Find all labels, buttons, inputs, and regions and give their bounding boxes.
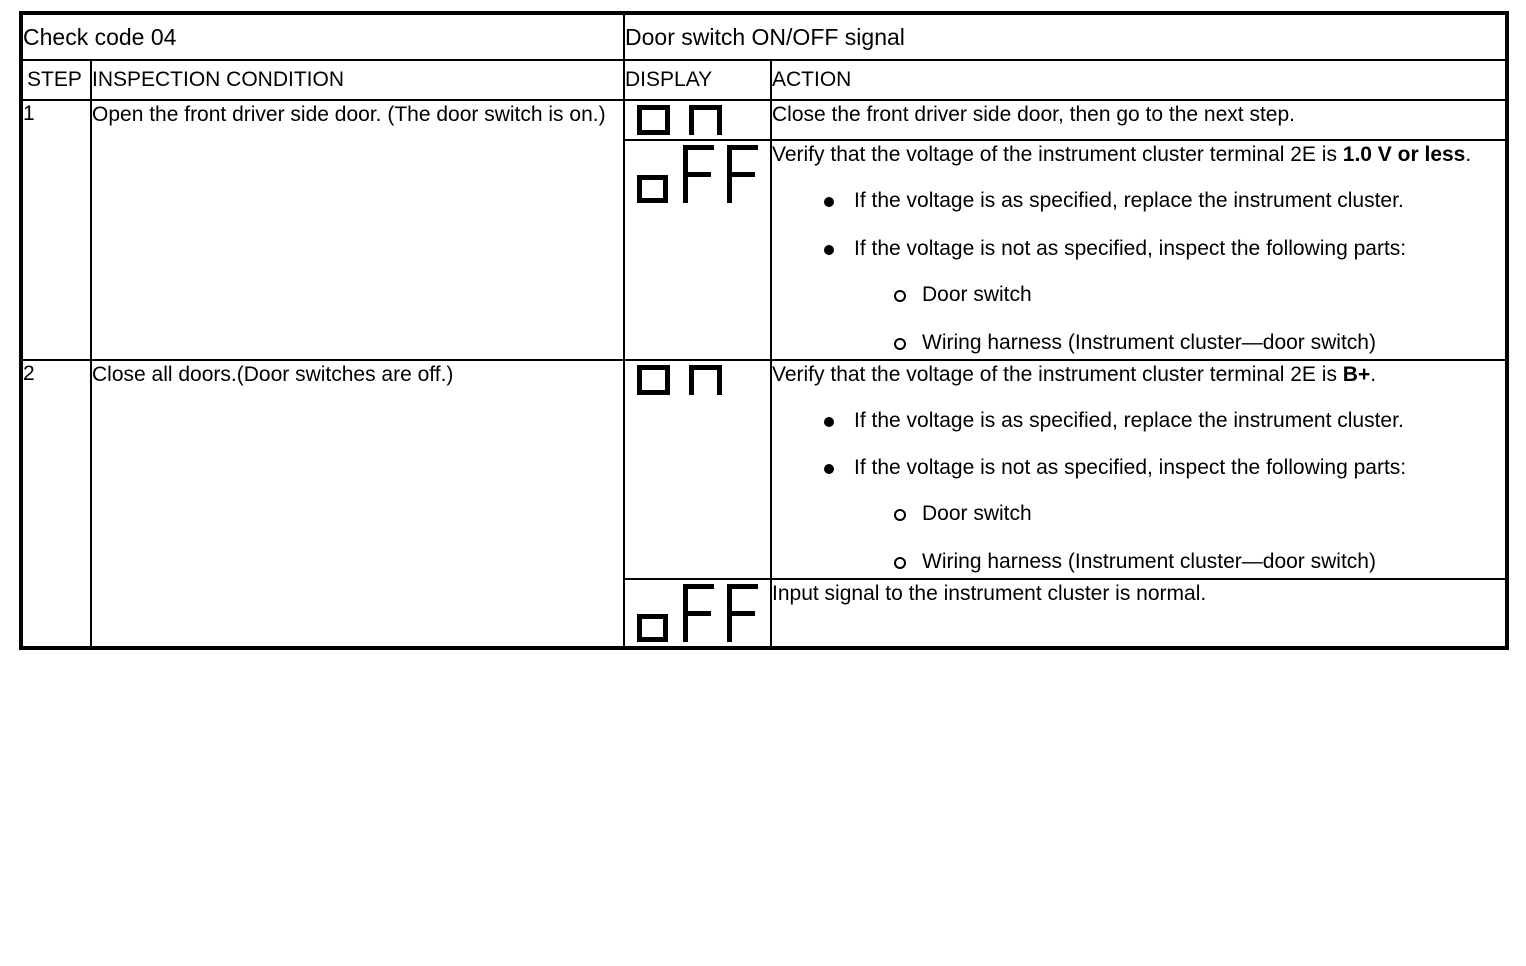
column-header-action: ACTION bbox=[770, 59, 1508, 101]
bullet-dot-icon bbox=[824, 416, 834, 427]
action-cell: Input signal to the instrument cluster i… bbox=[770, 578, 1508, 650]
column-header-display: DISPLAY bbox=[623, 59, 772, 101]
display-cell bbox=[623, 139, 772, 361]
step-number: 1 bbox=[20, 99, 92, 361]
bullet-dot-icon bbox=[824, 244, 834, 255]
action-text-tail: . bbox=[1465, 143, 1472, 166]
bullet-ring-icon bbox=[894, 337, 906, 350]
group-header-check-code: Check code 04 bbox=[20, 12, 625, 61]
column-header-inspection-condition: INSPECTION CONDITION bbox=[90, 59, 625, 101]
table-row: Input signal to the instrument cluster i… bbox=[21, 578, 1508, 650]
list-item-label: If the voltage is not as specified, insp… bbox=[854, 456, 1407, 480]
table-row: Verify that the voltage of the instrumen… bbox=[21, 139, 1508, 361]
action-cell: Verify that the voltage of the instrumen… bbox=[770, 358, 1508, 581]
list-item-label: Door switch bbox=[922, 502, 1032, 526]
inspection-condition-text: Close all doors.(Door switches are off.) bbox=[90, 358, 625, 650]
group-header-signal: Door switch ON/OFF signal bbox=[623, 12, 1508, 61]
action-cell: Close the front driver side door, then g… bbox=[770, 99, 1508, 141]
list-item-label: Door switch bbox=[922, 282, 1032, 306]
list-item-label: If the voltage is not as specified, insp… bbox=[854, 236, 1407, 260]
display-cell bbox=[623, 358, 772, 581]
list-item-label: Wiring harness (Instrument cluster—door … bbox=[922, 330, 1376, 354]
list-item-label: Wiring harness (Instrument cluster—door … bbox=[922, 550, 1376, 574]
lcd-off-icon bbox=[637, 584, 758, 643]
list-item: Door switch bbox=[892, 281, 1505, 309]
action-text-tail: . bbox=[1370, 362, 1377, 386]
lcd-on-icon bbox=[637, 364, 722, 395]
action-text-main: Input signal to the instrument cluster i… bbox=[772, 582, 1207, 606]
table-group-header-row: Check code 04 Door switch ON/OFF signal bbox=[20, 12, 1508, 61]
action-text-bold: B+ bbox=[1342, 362, 1371, 386]
step-number: 2 bbox=[20, 358, 92, 650]
table-column-header-row: STEP INSPECTION CONDITION DISPLAY ACTION bbox=[20, 59, 1508, 101]
bullet-ring-icon bbox=[894, 557, 906, 570]
bullet-ring-icon bbox=[894, 509, 906, 522]
action-text-main: Close the front driver side door, then g… bbox=[772, 103, 1295, 126]
bullet-dot-icon bbox=[824, 196, 834, 207]
inspection-condition-text: Open the front driver side door. (The do… bbox=[90, 99, 625, 361]
display-cell bbox=[623, 578, 772, 650]
action-sub-bullet-list: Door switch Wiring harness (Instrument c… bbox=[854, 281, 1505, 357]
bullet-ring-icon bbox=[894, 289, 906, 302]
action-text-main: Verify that the voltage of the instrumen… bbox=[772, 362, 1343, 386]
action-text: Input signal to the instrument cluster i… bbox=[772, 580, 1505, 608]
list-item: If the voltage is not as specified, insp… bbox=[822, 454, 1505, 576]
table-row: 1 Open the front driver side door. (The … bbox=[20, 99, 1508, 361]
list-item: If the voltage is not as specified, insp… bbox=[822, 235, 1505, 357]
lcd-off-icon bbox=[637, 145, 758, 203]
display-cell bbox=[623, 99, 772, 141]
list-item: Door switch bbox=[892, 500, 1505, 528]
action-text: Verify that the voltage of the instrumen… bbox=[772, 141, 1505, 169]
list-item-label: If the voltage is as specified, replace … bbox=[854, 188, 1404, 212]
action-sub-bullet-list: Door switch Wiring harness (Instrument c… bbox=[854, 500, 1505, 576]
action-text: Close the front driver side door, then g… bbox=[772, 101, 1505, 129]
list-item-label: If the voltage is as specified, replace … bbox=[854, 408, 1404, 432]
list-item: If the voltage is as specified, replace … bbox=[822, 187, 1505, 215]
action-text-bold: 1.0 V or less bbox=[1342, 143, 1466, 166]
list-item: Wiring harness (Instrument cluster—door … bbox=[892, 548, 1505, 576]
action-text-main: Verify that the voltage of the instrumen… bbox=[772, 143, 1343, 166]
action-text: Verify that the voltage of the instrumen… bbox=[772, 361, 1505, 389]
column-header-step: STEP bbox=[20, 59, 92, 101]
action-cell: Verify that the voltage of the instrumen… bbox=[770, 139, 1508, 361]
list-item: If the voltage is as specified, replace … bbox=[822, 407, 1505, 435]
bullet-dot-icon bbox=[824, 464, 834, 475]
table-row: 2 Close all doors.(Door switches are off… bbox=[20, 358, 1508, 650]
action-bullet-list: If the voltage is as specified, replace … bbox=[772, 187, 1505, 357]
action-bullet-list: If the voltage is as specified, replace … bbox=[772, 407, 1505, 577]
list-item: Wiring harness (Instrument cluster—door … bbox=[892, 329, 1505, 357]
lcd-on-icon bbox=[637, 105, 722, 135]
diagnostic-procedure-table: Check code 04 Door switch ON/OFF signal … bbox=[19, 11, 1509, 651]
